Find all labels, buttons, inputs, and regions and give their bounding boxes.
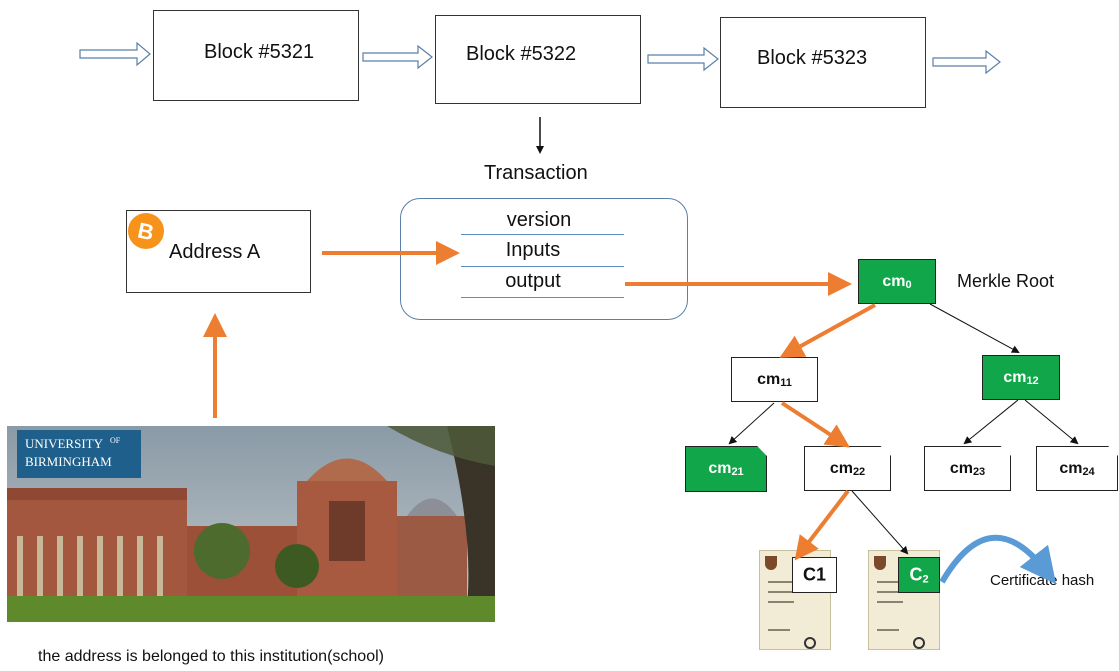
block-5323: Block #5323	[720, 17, 926, 108]
certificate-hash-label: Certificate hash	[990, 572, 1095, 589]
transaction-title: Transaction	[484, 162, 588, 184]
root-to-cm12-edge	[929, 303, 1020, 353]
tx-version: version	[506, 209, 572, 231]
address-box: Address A	[126, 210, 311, 293]
logo-line2: BIRMINGHAM	[25, 454, 112, 469]
svg-text:B: B	[136, 218, 157, 246]
root-to-cm11-arrow	[779, 303, 876, 358]
merkle-node-cm24: cm24	[1036, 446, 1118, 491]
logo-line1: UNIVERSITY	[25, 436, 104, 451]
chain-arrow-2	[362, 44, 433, 70]
block-5322-label: Block #5322	[466, 43, 577, 65]
university-crest-icon	[765, 556, 777, 570]
merkle-node-cm23: cm23	[924, 446, 1011, 491]
university-crest-icon	[874, 556, 886, 570]
tx-divider	[461, 234, 624, 235]
seal-icon	[913, 637, 925, 649]
merkle-node-cm22: cm22	[804, 446, 891, 491]
merkle-root-label: Merkle Root	[957, 271, 1055, 291]
chain-arrow-1	[79, 41, 151, 67]
institution-caption: the address is belonged to this institut…	[38, 648, 384, 665]
merkle-node-cm21: cm21	[685, 446, 767, 492]
university-photo: UNIVERSITY OF BIRMINGHAM	[7, 426, 495, 622]
bitcoin-icon: B	[127, 212, 165, 250]
tx-output: output	[505, 270, 561, 292]
cm12-to-cm24-edge	[1024, 399, 1079, 445]
seal-icon	[804, 637, 816, 649]
tx-divider	[461, 266, 624, 267]
certificate-c2-label: C2	[898, 557, 940, 593]
block-5322: Block #5322	[435, 15, 641, 104]
merkle-node-cm11: cm11	[731, 357, 818, 402]
cm22-to-c2-edge	[851, 490, 909, 555]
block-5321: Block #5321	[153, 10, 359, 101]
block-5323-label: Block #5323	[757, 47, 868, 69]
certificate-c1-label: C1	[792, 557, 837, 593]
logo-of: OF	[110, 436, 121, 445]
chain-arrow-3	[647, 46, 719, 72]
address-label: Address A	[169, 241, 261, 263]
cm11-to-cm21-edge	[728, 402, 775, 445]
merkle-node-cm0: cm0	[858, 259, 936, 304]
cm11-to-cm22-arrow	[780, 401, 851, 448]
cm12-to-cm23-edge	[963, 399, 1019, 445]
merkle-node-cm12: cm12	[982, 355, 1060, 400]
tx-inputs: Inputs	[505, 239, 561, 261]
chain-arrow-4	[932, 49, 1001, 75]
cm22-to-c1-arrow	[794, 489, 850, 561]
tx-divider	[461, 297, 624, 298]
block-5321-label: Block #5321	[204, 41, 315, 63]
transaction-box: version Inputs output	[400, 198, 688, 320]
